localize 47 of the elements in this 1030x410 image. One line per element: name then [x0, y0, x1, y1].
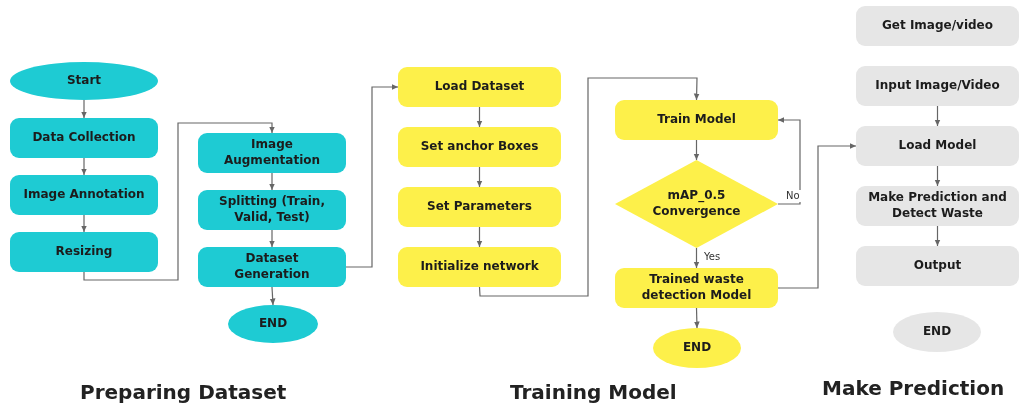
terminal-ellipse: Start — [10, 62, 158, 100]
process-box: Set Parameters — [398, 187, 561, 227]
process-box: Image Annotation — [10, 175, 158, 215]
arrow — [478, 77, 700, 297]
arrow — [269, 286, 276, 306]
arrow — [777, 143, 857, 289]
terminal-ellipse: END — [653, 328, 741, 368]
process-box: Make Prediction and Detect Waste — [856, 186, 1019, 226]
process-box: Load Model — [856, 126, 1019, 166]
arrow — [81, 157, 87, 176]
arrow — [777, 117, 801, 205]
section-heading: Training Model — [510, 380, 677, 404]
process-box: Dataset Generation — [198, 247, 346, 287]
arrow — [269, 172, 275, 191]
process-box: Splitting (Train, Valid, Test) — [198, 190, 346, 230]
arrow — [83, 122, 275, 281]
section-heading: Preparing Dataset — [80, 380, 287, 404]
edge-label: No — [784, 190, 802, 202]
arrow — [934, 165, 941, 187]
process-box: Trained waste detection Model — [615, 268, 778, 308]
arrow — [476, 226, 483, 248]
process-box: Train Model — [615, 100, 778, 140]
arrow — [934, 105, 941, 127]
arrow — [81, 214, 87, 233]
arrow — [693, 307, 700, 329]
process-box: Initialize network — [398, 247, 561, 287]
arrow — [81, 99, 87, 119]
arrow — [934, 225, 941, 247]
process-box: Resizing — [10, 232, 158, 272]
process-box: Output — [856, 246, 1019, 286]
arrow — [693, 139, 700, 161]
process-box: Input Image/Video — [856, 66, 1019, 106]
edge-label: Yes — [702, 251, 723, 263]
arrow — [693, 247, 700, 269]
terminal-ellipse: END — [228, 305, 318, 343]
arrow — [476, 106, 483, 128]
arrow — [345, 84, 399, 268]
process-box: Data Collection — [10, 118, 158, 158]
arrow — [269, 229, 275, 248]
process-box: Load Dataset — [398, 67, 561, 107]
terminal-ellipse: END — [893, 312, 981, 352]
decision-diamond: mAP_0.5 Convergence — [615, 160, 778, 248]
arrow — [476, 166, 483, 188]
process-box: Image Augmentation — [198, 133, 346, 173]
process-box: Get Image/video — [856, 6, 1019, 46]
section-heading: Make Prediction — [822, 376, 1005, 400]
process-box: Set anchor Boxes — [398, 127, 561, 167]
